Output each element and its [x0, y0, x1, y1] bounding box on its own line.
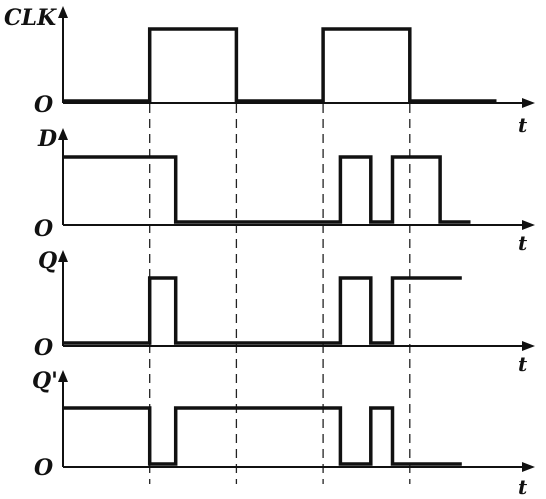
signal-row-clk: CLK O t — [4, 5, 535, 137]
zero-label-d: O — [34, 216, 53, 242]
time-label-q: t — [518, 352, 528, 376]
y-axis-arrow-q-prime — [58, 370, 68, 382]
x-axis-arrow-d — [522, 220, 535, 230]
waveform-clk — [63, 27, 497, 103]
zero-label-clk: O — [34, 92, 53, 118]
waveform-q — [63, 276, 462, 345]
zero-label-q: O — [34, 335, 53, 361]
waveform-q-prime — [63, 406, 462, 466]
signal-label-q-prime: Q' — [32, 368, 58, 394]
y-axis-arrow-clk — [58, 6, 68, 18]
signal-label-d: D — [37, 126, 57, 152]
y-axis-arrow-q — [58, 250, 68, 262]
y-axis-arrow-d — [58, 128, 68, 140]
signal-row-q-prime: Q' O t — [32, 368, 535, 499]
signal-row-d: D O t — [34, 126, 535, 255]
zero-label-q-prime: O — [34, 455, 53, 481]
signal-label-q: Q — [38, 248, 57, 274]
time-label-clk: t — [518, 113, 528, 137]
signal-row-q: Q O t — [34, 248, 535, 376]
time-label-d: t — [518, 231, 528, 255]
waveform-d — [63, 155, 471, 224]
x-axis-arrow-q — [522, 341, 535, 351]
x-axis-arrow-q-prime — [522, 462, 535, 472]
time-label-q-prime: t — [518, 475, 528, 499]
x-axis-arrow-clk — [522, 98, 535, 108]
signal-label-clk: CLK — [4, 5, 57, 31]
